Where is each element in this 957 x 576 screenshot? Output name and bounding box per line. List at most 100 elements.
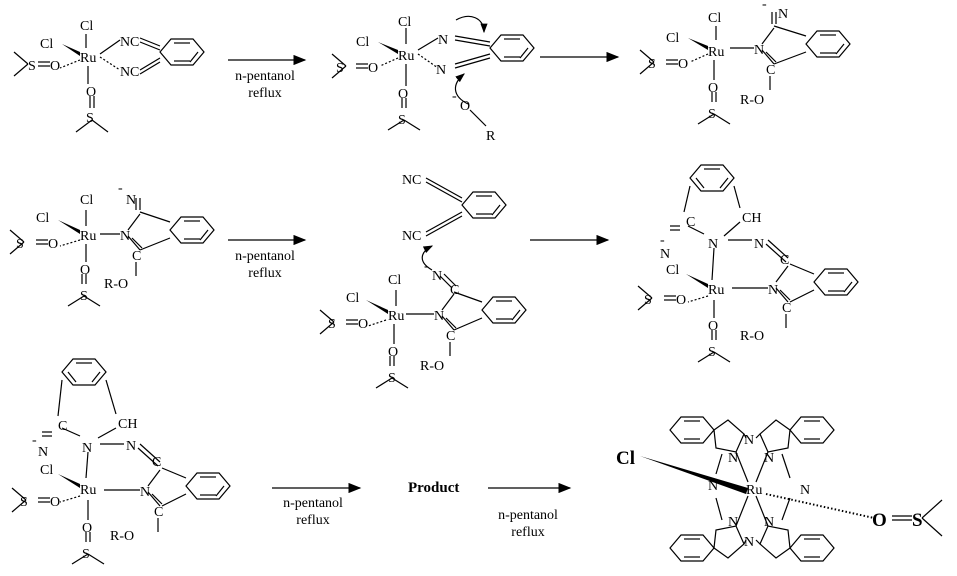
atom-n: N bbox=[82, 441, 92, 456]
atom-c: C bbox=[154, 505, 163, 520]
atom-c: C bbox=[780, 253, 789, 268]
atom-charge: - bbox=[32, 433, 37, 448]
atom-n: N bbox=[120, 35, 130, 50]
atom-c: C bbox=[132, 249, 141, 264]
condition-solvent-2: n-pentanol bbox=[235, 249, 295, 264]
alkoxy-group: R-O bbox=[740, 93, 764, 108]
alkoxy-group: R-O bbox=[740, 329, 764, 344]
reaction-conditions: n-pentanol reflux n-pentanol reflux n-pe… bbox=[235, 69, 558, 540]
condition-solvent-4: n-pentanol bbox=[498, 508, 558, 523]
atom-charge: - bbox=[452, 89, 457, 104]
atom-n: N bbox=[708, 237, 718, 252]
atom-n: N bbox=[800, 483, 810, 498]
atom-ch: CH bbox=[118, 417, 137, 432]
atom-o: O bbox=[398, 87, 408, 102]
atom-n: N bbox=[754, 237, 764, 252]
atom-s: S bbox=[336, 61, 344, 76]
atom-c: C bbox=[446, 329, 455, 344]
atom-c: C bbox=[412, 173, 421, 188]
atom-n: N bbox=[402, 173, 412, 188]
atom-n: N bbox=[438, 33, 448, 48]
complex-4-isoindoline-intermediate: Cl Cl Ru N - N C O S O S R-O bbox=[9, 181, 215, 307]
atom-n: N bbox=[744, 433, 754, 448]
atom-charge: - bbox=[660, 233, 665, 248]
atom-charge: - bbox=[118, 181, 123, 196]
atom-c: C bbox=[152, 455, 161, 470]
complex-2-nucleophilic-attack: Cl Cl Ru N N O S O S - O R bbox=[331, 15, 535, 144]
atom-n: N bbox=[754, 43, 764, 58]
atom-ru: Ru bbox=[708, 45, 724, 60]
atom-charge: - bbox=[762, 0, 767, 12]
atom-s: S bbox=[82, 547, 90, 562]
atom-s: S bbox=[28, 59, 36, 74]
atom-n: N bbox=[140, 485, 150, 500]
atom-n: N bbox=[126, 193, 136, 208]
atom-cl: Cl bbox=[666, 31, 679, 46]
atom-s: S bbox=[648, 57, 656, 72]
complex-7-dimer-intermediate: CH C - N N N C Cl Ru N C O S O S R-O bbox=[11, 358, 231, 565]
atom-cl: Cl bbox=[80, 19, 93, 34]
atom-s: S bbox=[708, 107, 716, 122]
condition-reflux-3: reflux bbox=[296, 513, 329, 528]
condition-reflux-2: reflux bbox=[248, 266, 281, 281]
atom-n: N bbox=[660, 247, 670, 262]
atom-o-axial: O bbox=[872, 510, 887, 531]
atom-n: N bbox=[728, 515, 738, 530]
atom-n: N bbox=[126, 439, 136, 454]
atom-o: O bbox=[86, 85, 96, 100]
atom-c: C bbox=[130, 35, 139, 50]
condition-reflux-4: reflux bbox=[511, 525, 544, 540]
atom-o: O bbox=[82, 521, 92, 536]
complex-5-second-phthalonitrile-attack: N C N C Cl Cl Ru N - N C C O S O S R-O bbox=[319, 173, 527, 389]
atom-c: C bbox=[450, 283, 459, 298]
atom-n: N bbox=[432, 269, 442, 284]
atom-o: O bbox=[708, 319, 718, 334]
atom-n: N bbox=[708, 479, 718, 494]
atom-s: S bbox=[398, 113, 406, 128]
atom-c: C bbox=[130, 65, 139, 80]
atom-n: N bbox=[728, 451, 738, 466]
atom-r: R bbox=[486, 129, 496, 144]
atom-n: N bbox=[402, 229, 412, 244]
atom-o: O bbox=[388, 345, 398, 360]
atom-o: O bbox=[708, 81, 718, 96]
atom-ru: Ru bbox=[708, 283, 724, 298]
complex-3-isoindoline-intermediate: Cl Cl Ru N - N C O S O S R-O bbox=[639, 0, 851, 125]
alkoxy-group: R-O bbox=[110, 529, 134, 544]
atom-cl: Cl bbox=[346, 291, 359, 306]
atom-cl: Cl bbox=[40, 463, 53, 478]
atom-s: S bbox=[20, 495, 28, 510]
atom-ch: CH bbox=[742, 211, 761, 226]
atom-o: O bbox=[358, 317, 368, 332]
atom-ru: Ru bbox=[746, 483, 762, 498]
atom-ru: Ru bbox=[80, 229, 96, 244]
atom-n: N bbox=[764, 515, 774, 530]
condition-reflux-1: reflux bbox=[248, 86, 281, 101]
atom-s: S bbox=[644, 293, 652, 308]
atom-o: O bbox=[50, 495, 60, 510]
complex-6-dimer-intermediate: CH C - N N N C Cl Ru N C O S O S R-O bbox=[637, 164, 859, 363]
reaction-arrows bbox=[228, 51, 620, 494]
alkoxy-group: R-O bbox=[104, 277, 128, 292]
complex-1-ru-dmso-phthalonitrile: Cl Cl Ru N C N C O S O S bbox=[13, 19, 205, 133]
product-label: Product bbox=[408, 480, 459, 496]
atom-cl: Cl bbox=[398, 15, 411, 30]
atom-n: N bbox=[120, 229, 130, 244]
atom-ru: Ru bbox=[80, 51, 96, 66]
atom-ru: Ru bbox=[80, 483, 96, 498]
condition-solvent-1: n-pentanol bbox=[235, 69, 295, 84]
atom-o: O bbox=[368, 61, 378, 76]
atom-cl-axial: Cl bbox=[616, 448, 635, 469]
final-ruthenium-phthalocyanine: Cl Ru N N N N N N N N O S bbox=[616, 416, 943, 562]
atom-n: N bbox=[768, 283, 778, 298]
atom-cl: Cl bbox=[40, 37, 53, 52]
atom-n: N bbox=[764, 451, 774, 466]
atom-charge: - bbox=[424, 259, 429, 274]
atom-s: S bbox=[80, 289, 88, 304]
atom-n: N bbox=[120, 65, 130, 80]
atom-o: O bbox=[48, 237, 58, 252]
atom-c: C bbox=[686, 215, 695, 230]
atom-c: C bbox=[766, 63, 775, 78]
condition-solvent-3: n-pentanol bbox=[283, 496, 343, 511]
